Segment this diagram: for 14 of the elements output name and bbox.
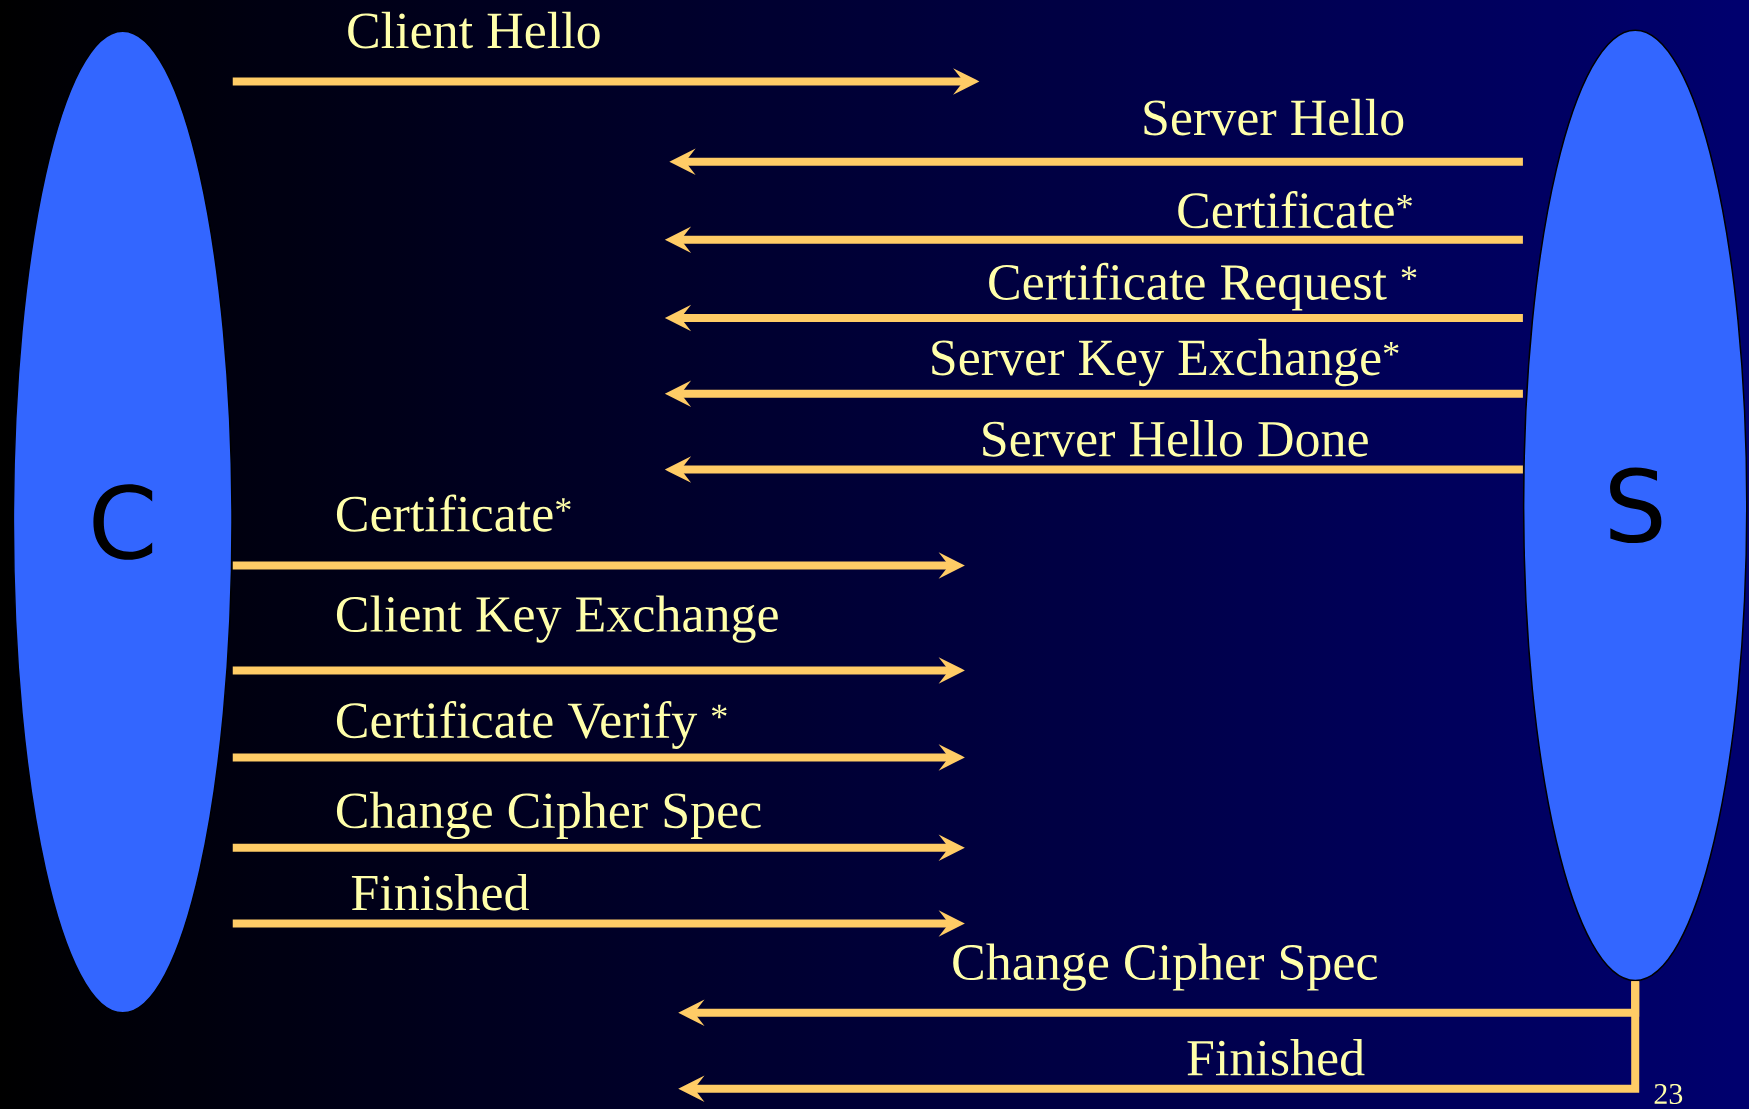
edge-label: Change Cipher Spec (336, 791, 761, 840)
edge-label: Certificate Request $^{*}$ (989, 262, 1417, 311)
edge-label: Certificate$^{*}$ (336, 494, 571, 532)
edge-label: Certificate$^{*}$ (1178, 191, 1412, 229)
edge-label: Client Hello (348, 11, 600, 49)
edge-label: Finished (1187, 1039, 1365, 1076)
edge-label: Change Cipher Spec (953, 943, 1377, 991)
edge-label: Server Hello (1144, 98, 1404, 136)
edge-label: Client Key Exchange (336, 595, 778, 643)
edge-label: Certificate Verify $^{*}$ (336, 701, 727, 749)
edge-label: Server Key Exchange$^{*}$ (932, 338, 1399, 387)
edge-label: Finished (351, 874, 529, 911)
edge-label: Server Hello Done (983, 420, 1368, 457)
page-number: 23 (1654, 1083, 1683, 1105)
